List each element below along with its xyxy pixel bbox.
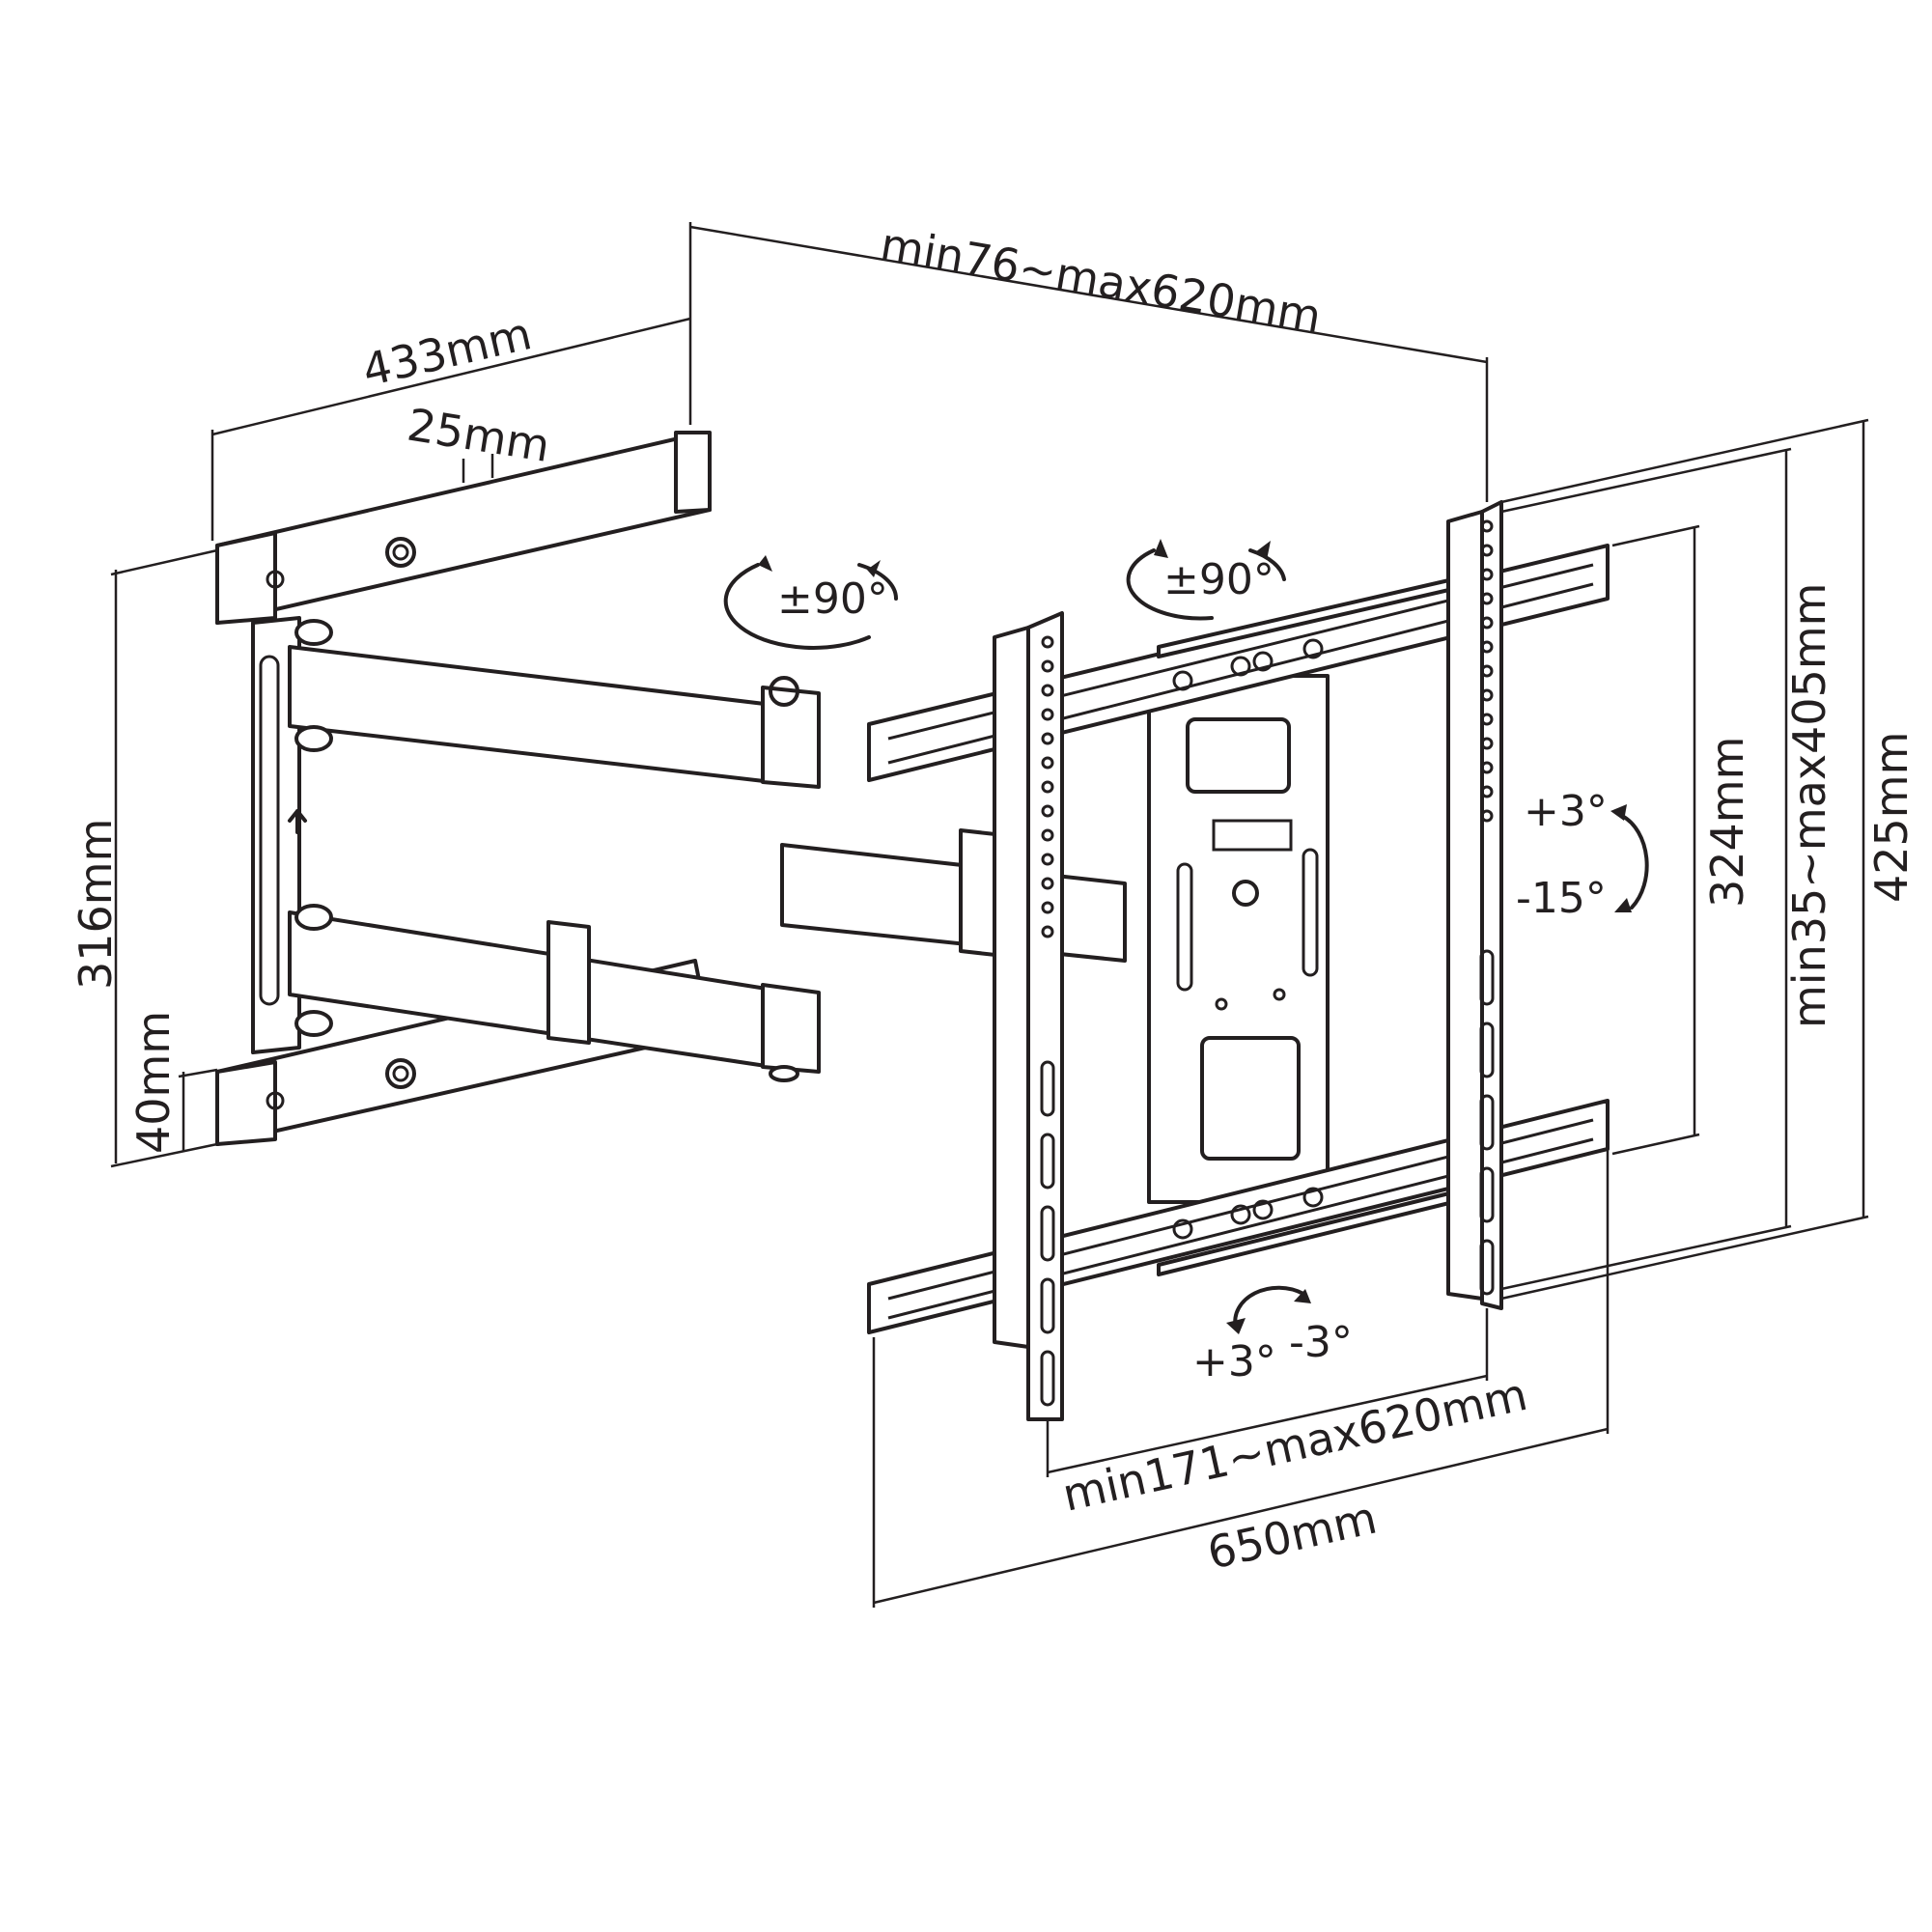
rotation-arrows: [723, 539, 1649, 1334]
wall-plate-offset-label: 25mm: [404, 399, 553, 473]
level-plus-label: +3°: [1192, 1337, 1276, 1386]
center-arm: [780, 828, 1127, 963]
wall-profile-label: 40mm: [127, 1011, 180, 1154]
vesa-height-label: 324mm: [1701, 737, 1753, 908]
tv-head-plate: [1147, 674, 1330, 1204]
total-height-label: 425mm: [1865, 732, 1918, 903]
rotation-labels: ±90° ±90° +3° -15° +3° -3°: [777, 555, 1608, 1386]
arm-extension-label: min76~max620mm: [877, 218, 1325, 343]
upper-arm: [288, 619, 821, 1082]
tilt-down-label: -15°: [1516, 874, 1607, 923]
dimension-lines: [110, 222, 1869, 1608]
tilt-up-label: +3°: [1524, 787, 1608, 836]
wall-plate-height-label: 316mm: [70, 819, 122, 990]
vesa-width-label: min171~max620mm: [1058, 1368, 1532, 1522]
vertical-straps: [993, 500, 1503, 1421]
wall-plate-width-label: 433mm: [357, 307, 536, 397]
arm-swivel-label: ±90°: [777, 574, 888, 624]
wall-plate: [215, 431, 712, 1146]
head-swivel-label: ±90°: [1163, 555, 1274, 604]
vertical-range-label: min35~max405mm: [1783, 583, 1835, 1028]
level-minus-label: -3°: [1289, 1318, 1353, 1367]
